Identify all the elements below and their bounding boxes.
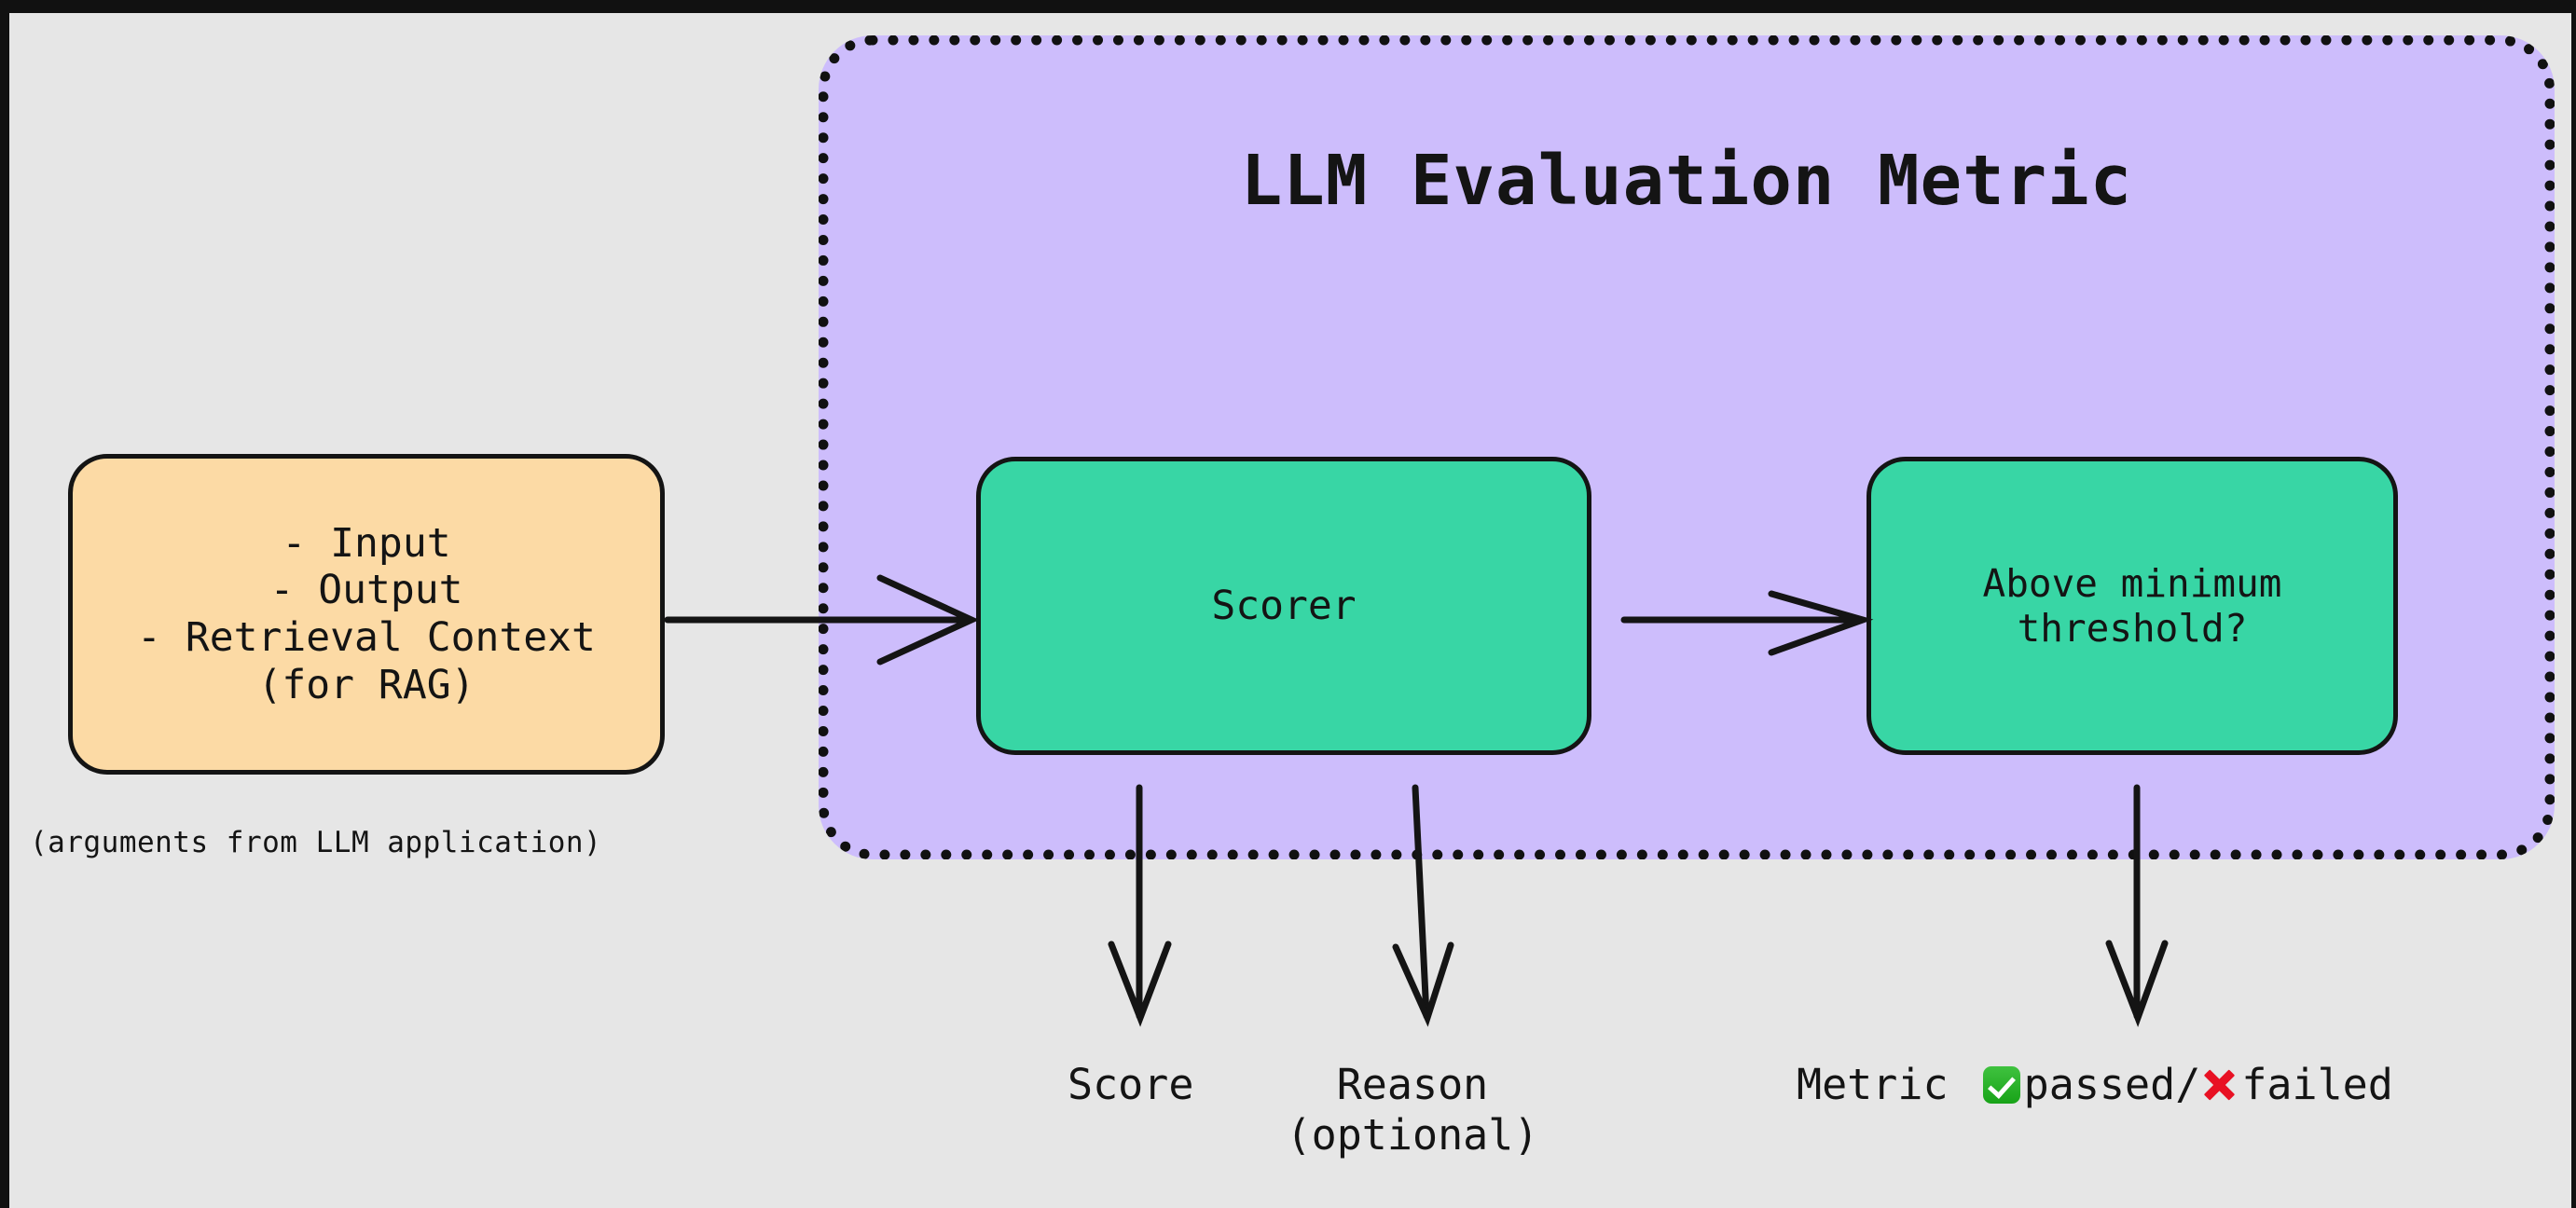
score-output-label: Score [1068, 1060, 1194, 1109]
metric-container-title: LLM Evaluation Metric [1240, 141, 2133, 221]
white-check-mark-icon [1982, 1066, 2020, 1104]
metric-verdict-label: Metric passed/ failed [1797, 1060, 2393, 1110]
arguments-caption: (arguments from LLM application) [30, 826, 602, 859]
arguments-node: - Input - Output - Retrieval Context (fo… [68, 454, 665, 775]
scorer-node: Scorer [976, 457, 1591, 755]
cross-mark-icon [2202, 1068, 2236, 1102]
verdict-failed-text: failed [2241, 1060, 2393, 1109]
verdict-prefix-text: Metric [1797, 1060, 1974, 1109]
reason-output-label: Reason (optional) [1286, 1060, 1539, 1160]
verdict-passed-text: passed/ [2023, 1060, 2201, 1109]
threshold-node: Above minimum threshold? [1867, 457, 2398, 755]
